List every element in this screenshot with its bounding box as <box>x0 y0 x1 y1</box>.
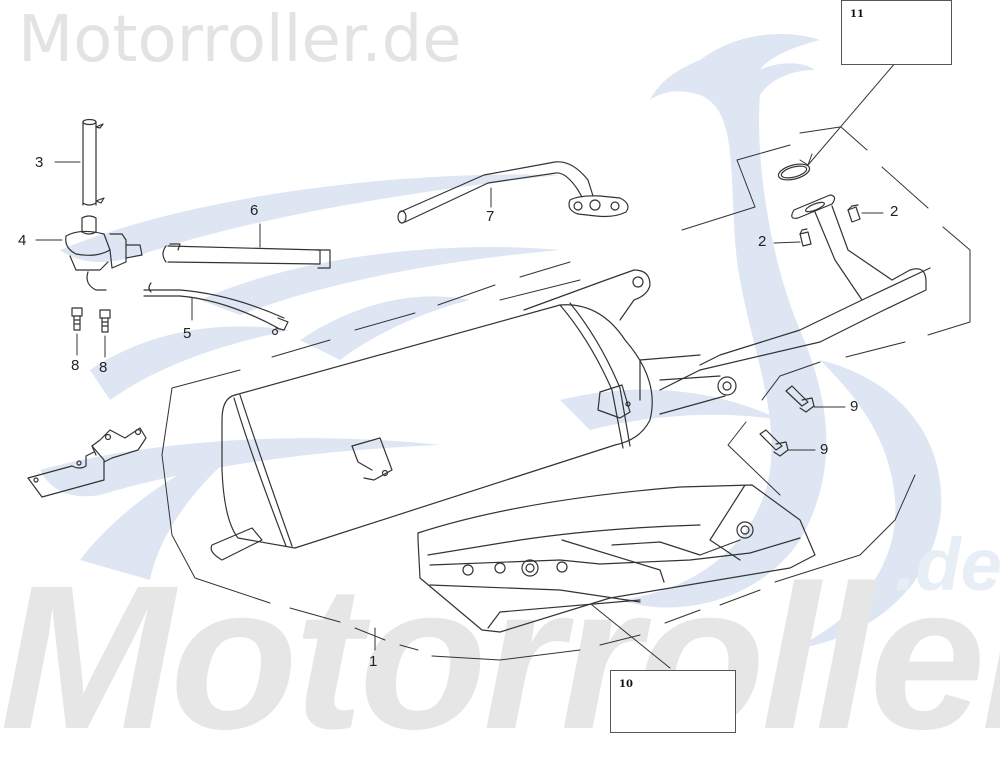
watermark-bottom-text: Motorroller <box>0 543 1000 772</box>
part-label-1: 1 <box>369 653 378 670</box>
part-label-7: 7 <box>486 208 495 225</box>
part-5-hose-drawing <box>143 282 289 336</box>
part-label-6: 6 <box>250 202 259 219</box>
part-2-nuts-drawing <box>773 204 884 247</box>
part-1-muffler-drawing <box>210 269 653 651</box>
part-9-bolts-drawing <box>759 385 846 457</box>
part-label-2a: 2 <box>890 203 899 220</box>
watermark-top-text: Motorroller.de <box>18 3 462 77</box>
part-label-4: 4 <box>18 232 27 249</box>
part-7-pipe-drawing <box>397 161 629 224</box>
part-label-9a: 9 <box>850 398 859 415</box>
part-label-2b: 2 <box>758 233 767 250</box>
assembly-outline <box>161 126 971 661</box>
part-label-3: 3 <box>35 154 44 171</box>
callout-number-10: 10 <box>619 679 633 690</box>
part-label-5: 5 <box>183 325 192 342</box>
part-3-hose-drawing <box>54 118 105 206</box>
exhaust-line-drawing <box>27 61 971 669</box>
part-label-9b: 9 <box>820 441 829 458</box>
watermark-de-suffix: .de <box>895 523 1000 606</box>
part-label-8b: 8 <box>99 359 108 376</box>
part-11-gasket-drawing <box>777 163 811 181</box>
part-10-heat-shield-drawing <box>417 484 816 633</box>
part-8-bolts-drawing <box>71 307 111 358</box>
callout-box-11: 11 <box>841 0 952 65</box>
part-6-hose-drawing <box>162 223 331 269</box>
exhaust-pipe-drawing <box>639 194 931 415</box>
part-label-8a: 8 <box>71 357 80 374</box>
bracket-drawing <box>27 427 147 498</box>
callout-number-11: 11 <box>850 9 864 20</box>
part-4-valve-drawing <box>35 215 143 291</box>
callout-box-10: 10 <box>610 670 736 733</box>
scooter-logo-watermark <box>40 34 942 650</box>
